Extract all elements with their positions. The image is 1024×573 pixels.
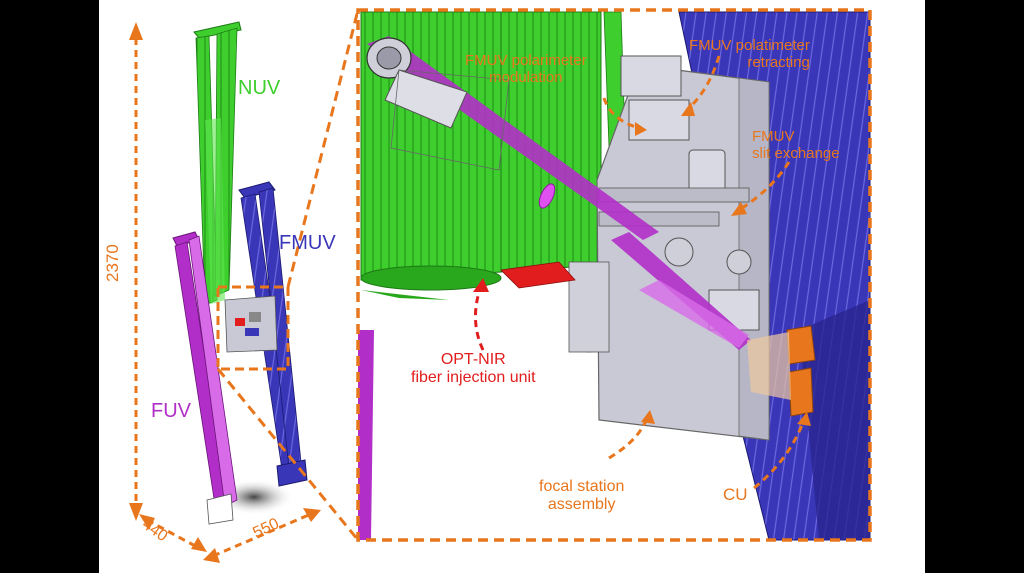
polarimeter-retracting-label: FMUV polatimeter retracting bbox=[689, 37, 810, 72]
polarimeter-modulation-label: FMUV polarimeter modulation bbox=[465, 52, 587, 87]
retracting-arrow bbox=[685, 55, 721, 112]
height-dimension-label: 2370 bbox=[103, 244, 122, 282]
nuv-label: NUV bbox=[238, 77, 281, 99]
dimension-arrows bbox=[134, 38, 312, 558]
fiber-arrow bbox=[473, 285, 485, 351]
fuv-detail-sliver bbox=[358, 330, 374, 540]
depth-dimension-line bbox=[146, 518, 200, 550]
nuv-detail-cylinders bbox=[360, 11, 628, 300]
fmuv-label: FMUV bbox=[279, 232, 336, 254]
nuv-channel-structure bbox=[193, 21, 242, 306]
calibration-unit bbox=[747, 325, 816, 417]
fiber-arrowhead bbox=[473, 278, 489, 292]
overview-zoom-frame bbox=[216, 285, 290, 371]
slit-exchange-label: FMUV slit exchange bbox=[752, 128, 840, 163]
focal-station-label: focal station assembly bbox=[539, 478, 625, 514]
fuv-label: FUV bbox=[151, 400, 191, 422]
cu-label: CU bbox=[723, 485, 748, 504]
focal-station-plate bbox=[568, 55, 770, 441]
fiber-injection-label: OPT-NIR fiber injection unit bbox=[411, 351, 536, 387]
zoom-connectors bbox=[216, 9, 360, 541]
fuv-channel-structure bbox=[172, 231, 238, 525]
detail-view bbox=[356, 8, 872, 542]
modulation-motor bbox=[366, 37, 510, 171]
figure-graphics bbox=[129, 8, 872, 563]
modulation-arrow bbox=[602, 97, 640, 130]
overview-model bbox=[172, 21, 308, 525]
fiber-injection-beam bbox=[500, 261, 576, 289]
cu-arrow bbox=[753, 419, 806, 490]
slit-exchange-arrow bbox=[738, 161, 791, 212]
polarizer-disk bbox=[538, 183, 556, 209]
annotation-arrowheads bbox=[635, 102, 811, 426]
width-dimension-line bbox=[212, 512, 312, 558]
overview-focal-station bbox=[224, 295, 278, 353]
detail-zoom-frame bbox=[356, 8, 872, 542]
dimension-arrowheads bbox=[129, 22, 321, 563]
figure-canvas: NUV FMUV FUV 2370 440 550 FMUV polarimet… bbox=[99, 0, 925, 573]
